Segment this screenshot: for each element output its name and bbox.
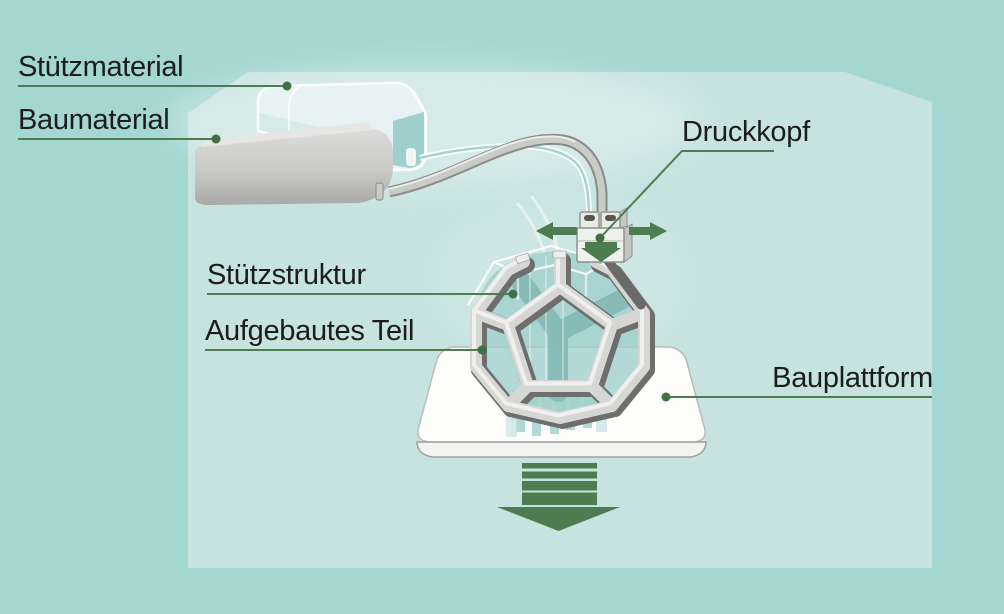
left-arrow-icon (536, 222, 577, 240)
dot-bauplattform (661, 392, 671, 402)
support-material-fill (393, 112, 424, 168)
dot-baumaterial (211, 134, 221, 144)
platform-side (416, 441, 707, 458)
port-slot-right (605, 215, 616, 221)
material-tubes (375, 133, 608, 259)
leader-lines (18, 85, 932, 398)
dot-druckkopf (595, 233, 605, 243)
jet-down-arrow-icon (581, 242, 621, 262)
support-tube-connector (406, 148, 416, 166)
build-cartridge (195, 122, 393, 205)
dot-stuetzmaterial (282, 81, 292, 91)
label-stuetzmaterial: Stützmaterial (18, 51, 184, 83)
port-slot-left (584, 215, 595, 221)
build-tube-highlight (387, 135, 576, 190)
build-tube-body (388, 135, 606, 219)
print-head (576, 207, 633, 263)
right-arrow-icon (629, 222, 667, 240)
label-stuetzstruktur: Stützstruktur (207, 259, 366, 291)
label-aufgebautes-teil: Aufgebautes Teil (205, 315, 415, 347)
leader-druckkopf (599, 150, 774, 239)
dot-stuetzstruktur (508, 289, 518, 299)
support-tube-core (419, 144, 591, 220)
label-baumaterial: Baumaterial (18, 104, 170, 136)
platform-down-arrow-icon (497, 463, 620, 531)
printing-strut (601, 253, 646, 310)
label-druckkopf: Druckkopf (682, 116, 810, 148)
build-tube-connector (375, 182, 384, 201)
build-cartridge-top-face (201, 122, 374, 147)
leader-dots (211, 81, 671, 402)
label-bauplattform: Bauplattform (772, 362, 933, 394)
dot-aufgebautes-teil (477, 345, 487, 355)
support-cartridge-edge-line (288, 85, 303, 132)
part-frame (470, 250, 655, 429)
build-cartridge-body (195, 128, 393, 205)
